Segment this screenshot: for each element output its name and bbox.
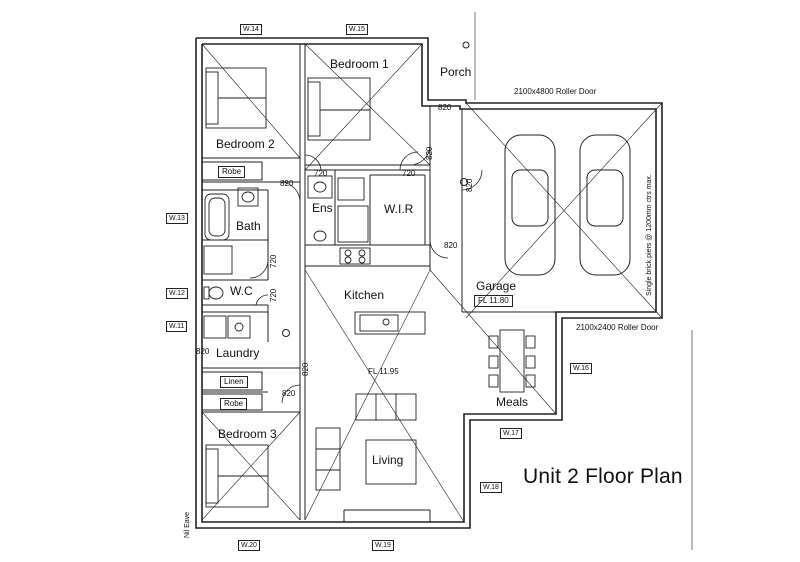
floor-level-garage: FL 11.80 bbox=[474, 295, 513, 307]
room-label-bedroom2: Bedroom 2 bbox=[216, 137, 275, 151]
door-size-720-wir: 720 bbox=[402, 169, 416, 178]
door-size-820-porch: 820 bbox=[438, 103, 452, 112]
interior-walls bbox=[202, 44, 556, 520]
room-label-laundry: Laundry bbox=[216, 346, 260, 360]
room-label-bath: Bath bbox=[236, 219, 261, 233]
roller-door-top: 2100x4800 Roller Door bbox=[514, 87, 597, 96]
room-label-robe-1: Robe bbox=[218, 166, 246, 178]
window-tag-w20: W.20 bbox=[238, 540, 260, 551]
room-label-bedroom1: Bedroom 1 bbox=[330, 57, 389, 71]
room-label-meals: Meals bbox=[496, 395, 529, 409]
window-tag-w17: W.17 bbox=[500, 428, 522, 439]
window-tag-w18: W.18 bbox=[480, 482, 502, 493]
window-tag-w11: W.11 bbox=[166, 321, 188, 332]
door-size-720-wc: 720 bbox=[269, 288, 278, 302]
brick-piers-note: Single brick piers @ 1200mm ctrs max. bbox=[646, 174, 653, 296]
room-label-ens: Ens bbox=[312, 201, 333, 215]
meals-table bbox=[488, 329, 536, 393]
room-label-linen: Linen bbox=[220, 376, 248, 388]
window-tag-w19: W.19 bbox=[372, 540, 394, 551]
door-size-820-bed2: 820 bbox=[280, 179, 294, 188]
door-swings bbox=[249, 144, 483, 404]
window-tag-w16: W.16 bbox=[570, 363, 592, 374]
door-size-820-hall: 820 bbox=[301, 362, 310, 376]
room-label-kitchen: Kitchen bbox=[344, 288, 385, 302]
bed-furniture bbox=[205, 67, 371, 508]
fixtures bbox=[203, 175, 426, 339]
room-label-robe-2: Robe bbox=[220, 398, 248, 410]
diagonal-lines bbox=[201, 43, 663, 523]
room-label-living: Living bbox=[372, 453, 404, 467]
floor-level-main: FL 11.95 bbox=[368, 367, 399, 376]
nil-eave-note: Nil Eave bbox=[184, 511, 191, 538]
window-tag-w14: W.14 bbox=[240, 24, 262, 35]
cars bbox=[504, 134, 631, 276]
door-size-820-garage: 820 bbox=[444, 241, 458, 250]
window-tag-w13: W.13 bbox=[166, 213, 188, 224]
room-label-garage: Garage bbox=[476, 279, 517, 293]
room-label-wc: W.C bbox=[230, 284, 253, 298]
window-tag-w15: W.15 bbox=[346, 24, 368, 35]
room-label-porch: Porch bbox=[440, 65, 472, 79]
room-label-bedroom3: Bedroom 3 bbox=[218, 427, 277, 441]
room-label-wir: W.I.R bbox=[384, 202, 414, 216]
page-title: Unit 2 Floor Plan bbox=[523, 465, 683, 488]
door-size-820-entry: 820 bbox=[425, 146, 434, 160]
door-size-820-laundry: 820 bbox=[196, 347, 210, 356]
sofas bbox=[315, 393, 417, 491]
door-size-820-bed3: 820 bbox=[282, 389, 296, 398]
door-size-720-bath: 720 bbox=[269, 254, 278, 268]
window-tag-w12: W.12 bbox=[166, 288, 188, 299]
door-size-820-garage-side: 820 bbox=[465, 178, 474, 192]
roller-door-side: 2100x2400 Roller Door bbox=[576, 323, 659, 332]
door-size-720-bed1: 720 bbox=[314, 169, 328, 178]
